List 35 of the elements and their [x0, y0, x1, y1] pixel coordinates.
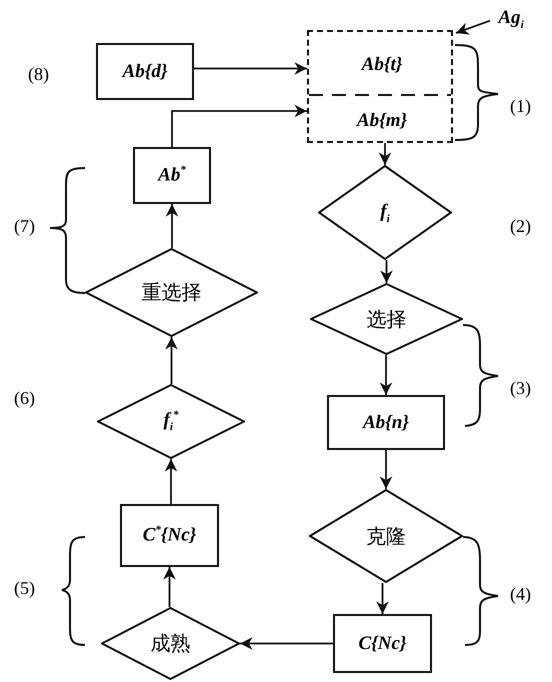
arrow — [165, 337, 178, 384]
arrow — [240, 637, 333, 650]
arrow — [380, 355, 392, 395]
step-number: (8) — [28, 64, 49, 85]
arrow — [164, 459, 178, 504]
step-number: (5) — [14, 578, 35, 599]
arrow — [194, 62, 307, 75]
arrow — [380, 450, 392, 489]
decision-diamond: 重选择 — [85, 248, 258, 337]
process-box: C{Nc} — [333, 614, 432, 673]
process-box: Ab{n} — [327, 395, 445, 450]
box-section: Ab{m} — [309, 97, 455, 145]
arrow — [376, 583, 389, 614]
process-box: Ab$^{*}$ — [133, 147, 211, 204]
step-number: (3) — [510, 378, 531, 399]
step-number: (7) — [14, 216, 35, 237]
dashed-box — [307, 30, 453, 143]
decision-diamond: 成熟 — [101, 607, 240, 680]
step-number: (6) — [14, 388, 35, 409]
node-label: Ag$_{i}$ — [488, 2, 534, 36]
arrow — [456, 20, 490, 35]
box-section: Ab{t} — [309, 32, 455, 97]
arrow — [380, 260, 393, 283]
arrow — [166, 204, 178, 248]
step-number: (1) — [510, 96, 531, 117]
step-number: (2) — [510, 216, 531, 237]
arrow — [163, 567, 176, 607]
arrow — [378, 143, 392, 165]
arrow — [171, 104, 307, 147]
process-box: C$^{*}${Nc} — [120, 504, 219, 567]
process-box: Ab{d} — [96, 43, 194, 100]
decision-diamond: 选择 — [310, 283, 463, 355]
decision-diamond: 克隆 — [309, 489, 463, 583]
decision-diamond: f$_{i}$ — [318, 165, 452, 260]
step-number: (4) — [510, 584, 531, 605]
